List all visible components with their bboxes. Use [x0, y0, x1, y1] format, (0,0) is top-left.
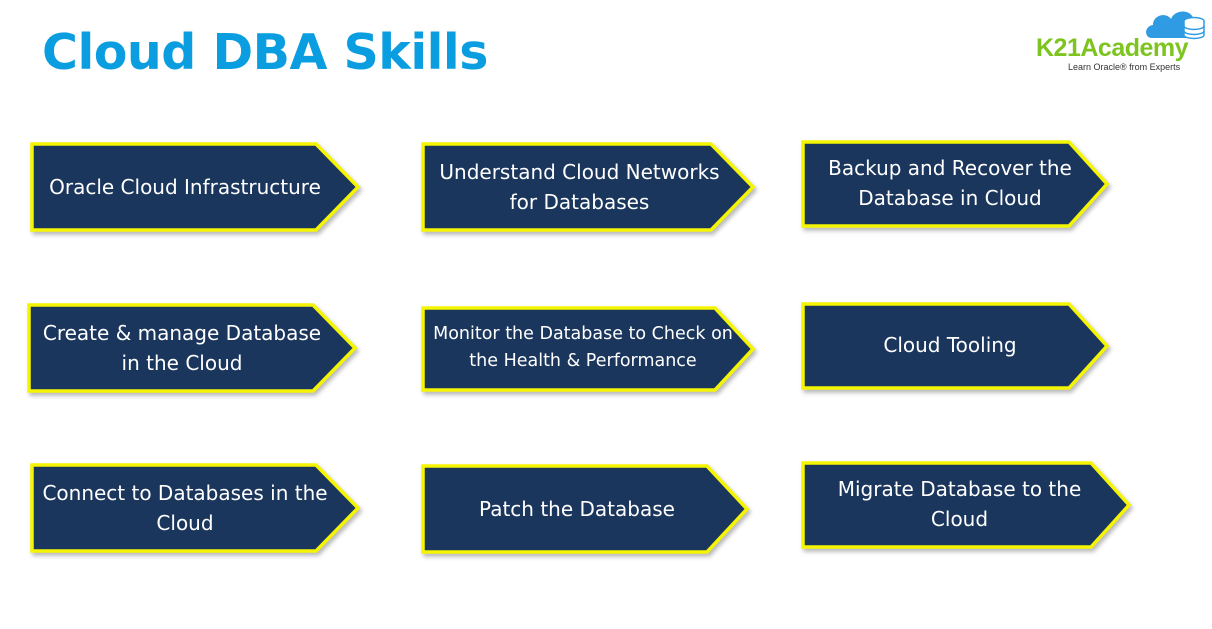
chevron-shape [421, 306, 756, 392]
skill-label: Patch the Database [479, 496, 675, 521]
skill-cloud-tooling: Cloud Tooling [801, 302, 1131, 392]
logo-tagline: Learn Oracle® from Experts [1068, 62, 1181, 72]
chevron-shape [30, 463, 361, 553]
cloud-database-icon [1146, 11, 1205, 40]
chevron-shape [801, 140, 1110, 228]
skill-label: Connect to Databases in the Cloud [42, 480, 328, 535]
skill-backup-recover: Backup and Recover the Database in Cloud [801, 140, 1131, 230]
skill-label: Oracle Cloud Infrastructure [49, 174, 321, 199]
chevron-shape [30, 142, 361, 232]
logo-brand: K21Academy [1036, 34, 1189, 62]
skill-migrate-database: Migrate Database to the Cloud [801, 461, 1132, 551]
skill-label: Backup and Recover the Database in Cloud [828, 155, 1072, 210]
skill-label: Monitor the Database to Check on the Hea… [433, 323, 733, 371]
skill-connect-databases: Connect to Databases in the Cloud [30, 463, 361, 553]
skill-monitor-database: Monitor the Database to Check on the Hea… [421, 306, 756, 396]
chevron-shape [27, 303, 358, 393]
k21academy-logo: K21Academy Learn Oracle® from Experts [1036, 6, 1206, 76]
skill-label: Cloud Tooling [883, 332, 1017, 357]
chevron-shape [421, 142, 756, 232]
chevron-shape [421, 464, 750, 554]
skill-cloud-networks: Understand Cloud Networks for Databases [421, 142, 756, 232]
chevron-shape [801, 461, 1132, 549]
skill-label: Migrate Database to the Cloud [837, 476, 1082, 531]
skill-label: Understand Cloud Networks for Databases [439, 159, 720, 214]
chevron-shape [801, 302, 1110, 390]
skill-patch-database: Patch the Database [421, 464, 751, 554]
skill-create-manage-database: Create & manage Database in the Cloud [27, 303, 358, 393]
page-title: Cloud DBA Skills [42, 24, 488, 81]
skill-label: Create & manage Database in the Cloud [42, 320, 322, 375]
skill-oracle-cloud-infrastructure: Oracle Cloud Infrastructure [30, 142, 361, 232]
